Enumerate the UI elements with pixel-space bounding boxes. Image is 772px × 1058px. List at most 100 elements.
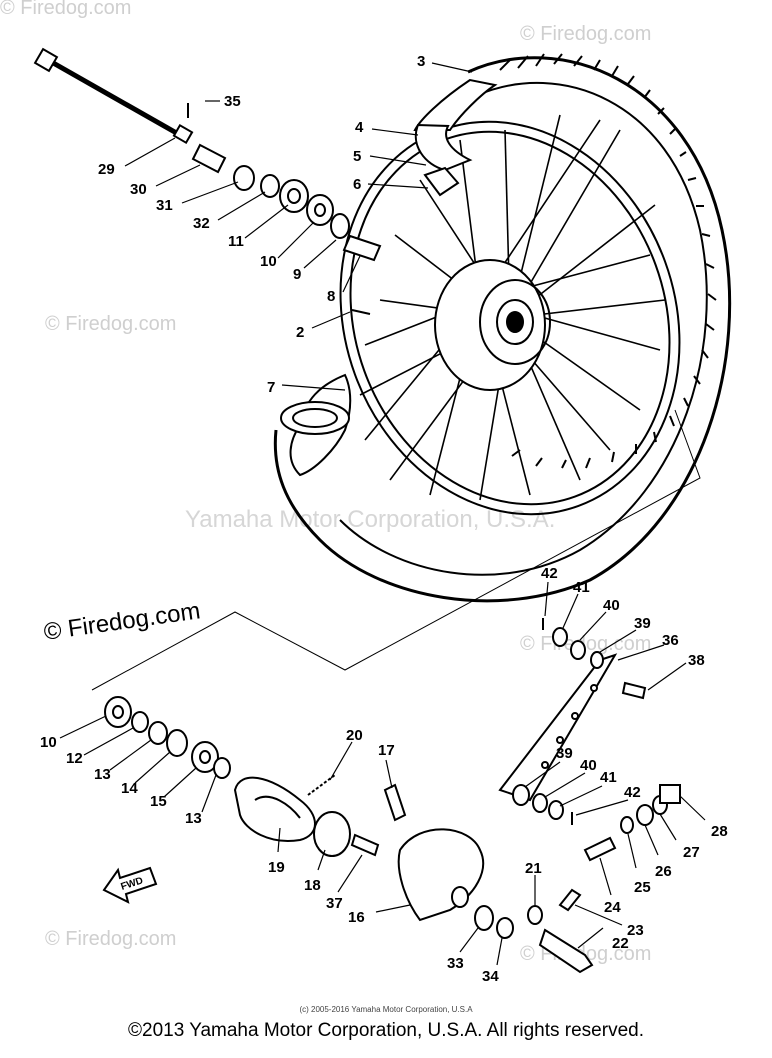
washer-39 bbox=[590, 651, 604, 669]
circlip-12 bbox=[131, 711, 149, 733]
callout-40-lower: 40 bbox=[580, 757, 597, 774]
washer-39-b bbox=[512, 784, 530, 806]
callout-41-upper: 41 bbox=[573, 579, 590, 596]
brake-shoes bbox=[233, 776, 316, 842]
callout-14: 14 bbox=[121, 780, 138, 797]
hub-flange bbox=[479, 279, 551, 365]
tire-outline bbox=[273, 56, 732, 603]
camshaft-17 bbox=[383, 783, 407, 822]
cap-28 bbox=[659, 784, 681, 804]
washer-40 bbox=[570, 640, 586, 660]
oil-seal-31 bbox=[233, 165, 255, 191]
watermark-firedog-bottom-left: © Firedog.com bbox=[45, 928, 176, 950]
callout-39-lower: 39 bbox=[556, 745, 573, 762]
nut-41 bbox=[552, 627, 568, 647]
tire-tread bbox=[499, 53, 717, 469]
return-spring bbox=[307, 774, 336, 796]
tire-inner-edge bbox=[339, 82, 708, 576]
callout-13-a: 13 bbox=[94, 766, 111, 783]
callout-37: 37 bbox=[326, 895, 343, 912]
gear-14 bbox=[166, 729, 188, 757]
callout-28: 28 bbox=[711, 823, 728, 840]
bolt-38 bbox=[621, 681, 647, 700]
hub-body bbox=[434, 259, 546, 391]
callout-labels: 3 4 5 6 35 29 30 31 32 11 10 9 8 2 7 10 … bbox=[40, 53, 728, 985]
copyright-main: ©2013 Yamaha Motor Corporation, U.S.A. A… bbox=[128, 1020, 644, 1041]
watermark-firedog-top-left: © Firedog.com bbox=[0, 0, 131, 19]
axle-end bbox=[172, 123, 194, 145]
spacer-8 bbox=[342, 234, 382, 262]
callout-29: 29 bbox=[98, 161, 115, 178]
spoke-nipple-2 bbox=[351, 309, 371, 315]
leader-lines bbox=[59, 62, 706, 966]
callout-38: 38 bbox=[688, 652, 705, 669]
seal-18 bbox=[313, 811, 351, 857]
watermark-firedog-mid-left: © Firedog.com bbox=[45, 313, 176, 335]
watermark-firedog-dark: © Firedog.com bbox=[42, 597, 202, 646]
callout-7: 7 bbox=[267, 379, 275, 396]
callout-33: 33 bbox=[447, 955, 464, 972]
hub-center bbox=[496, 299, 534, 345]
front-axle bbox=[46, 57, 182, 138]
nut-34 bbox=[496, 917, 514, 939]
callout-26: 26 bbox=[655, 863, 672, 880]
spacer-32 bbox=[260, 174, 280, 198]
copyright-small: (c) 2005-2016 Yamaha Motor Corporation, … bbox=[299, 1005, 473, 1014]
rim-band bbox=[413, 78, 498, 131]
callout-39-upper: 39 bbox=[634, 615, 651, 632]
callout-18: 18 bbox=[304, 877, 321, 894]
callout-16: 16 bbox=[348, 909, 365, 926]
callout-22: 22 bbox=[612, 935, 629, 952]
callout-34: 34 bbox=[482, 968, 499, 985]
callout-36: 36 bbox=[662, 632, 679, 649]
hub-bore bbox=[506, 311, 524, 333]
callout-40-upper: 40 bbox=[603, 597, 620, 614]
callout-31: 31 bbox=[156, 197, 173, 214]
assembly-link-line bbox=[91, 409, 701, 691]
wheel-assembly bbox=[273, 53, 732, 603]
washer-9 bbox=[330, 213, 350, 239]
callout-10-lower: 10 bbox=[40, 734, 57, 751]
tire-section-inner bbox=[292, 408, 338, 428]
brake-group bbox=[104, 618, 681, 974]
shaft-37 bbox=[350, 833, 380, 857]
callout-17: 17 bbox=[378, 742, 395, 759]
brake-plate bbox=[397, 828, 485, 922]
callout-35: 35 bbox=[224, 93, 241, 110]
callout-24: 24 bbox=[604, 899, 621, 916]
axle-group bbox=[33, 47, 382, 315]
tube-section bbox=[414, 123, 473, 172]
washer-33 bbox=[474, 905, 494, 931]
callout-19: 19 bbox=[268, 859, 285, 876]
callout-32: 32 bbox=[193, 215, 210, 232]
callout-6: 6 bbox=[353, 176, 361, 193]
callout-23: 23 bbox=[627, 922, 644, 939]
nut-41-b bbox=[548, 800, 564, 820]
callout-3: 3 bbox=[417, 53, 425, 70]
callout-42-upper: 42 bbox=[541, 565, 558, 582]
valve-stem bbox=[423, 166, 460, 197]
callout-30: 30 bbox=[130, 181, 147, 198]
callout-8: 8 bbox=[327, 288, 335, 305]
callout-2: 2 bbox=[296, 324, 304, 341]
callout-11: 11 bbox=[228, 233, 244, 250]
callout-13-b: 13 bbox=[185, 810, 202, 827]
washer-13 bbox=[148, 721, 168, 745]
torque-arm bbox=[498, 653, 618, 802]
callout-5: 5 bbox=[353, 148, 361, 165]
collar-30 bbox=[191, 143, 227, 174]
axle-head bbox=[33, 47, 59, 73]
pin-26 bbox=[636, 804, 654, 826]
nut-21 bbox=[527, 905, 543, 925]
adjuster-24 bbox=[583, 836, 617, 862]
watermark-firedog-top-right: © Firedog.com bbox=[520, 23, 651, 45]
callout-27: 27 bbox=[683, 844, 700, 861]
callout-12: 12 bbox=[66, 750, 83, 767]
callout-21: 21 bbox=[525, 860, 542, 877]
fwd-arrow: FWD bbox=[102, 866, 158, 904]
callout-15: 15 bbox=[150, 793, 167, 810]
callout-9: 9 bbox=[293, 266, 301, 283]
nut-25 bbox=[620, 816, 634, 834]
callout-42-lower: 42 bbox=[624, 784, 641, 801]
